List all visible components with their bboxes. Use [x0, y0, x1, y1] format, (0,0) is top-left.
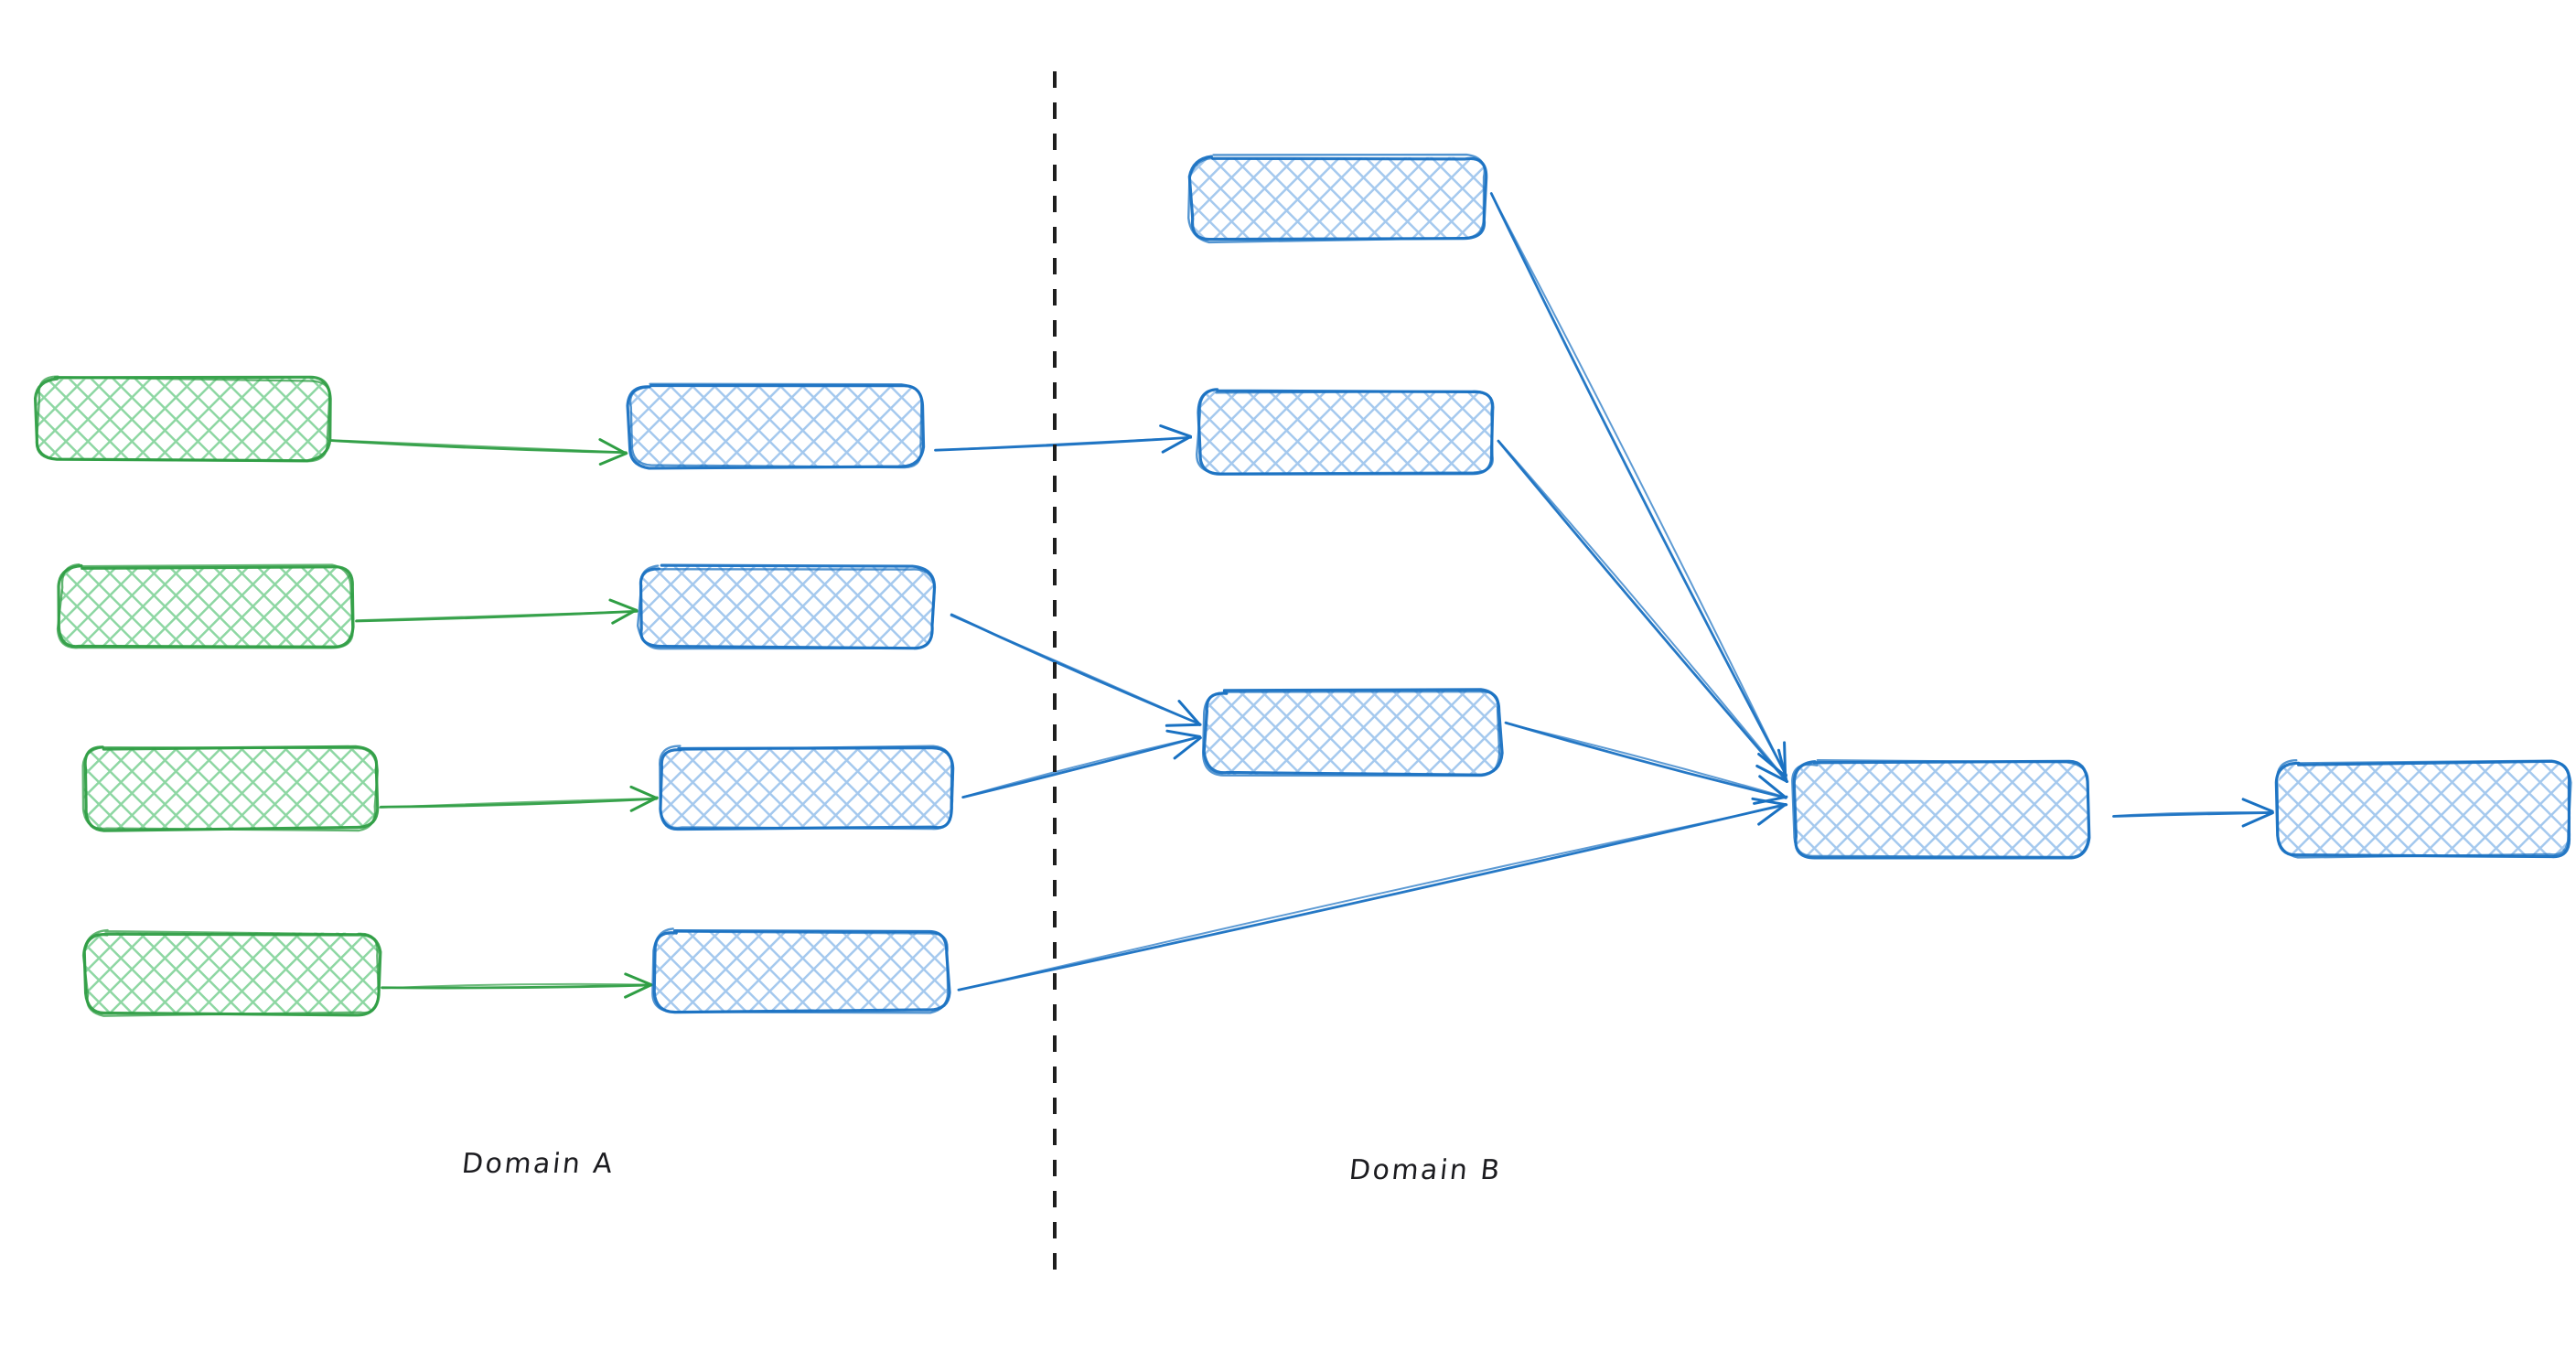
node-hitbox-c2[interactable]	[1198, 391, 1493, 474]
node-hitbox-b1[interactable]	[629, 386, 922, 466]
edge-e-d1-e1	[2112, 798, 2274, 828]
edge-e-b3-c3	[961, 729, 1202, 799]
node-hitbox-c3[interactable]	[1206, 691, 1500, 774]
node-hitbox-c1[interactable]	[1191, 157, 1486, 240]
edge-e-b4-d1	[957, 797, 1788, 991]
edge-e-b2-c3	[950, 613, 1202, 727]
node-b2[interactable]	[636, 563, 937, 650]
node-hitbox-e1[interactable]	[2278, 763, 2571, 856]
edges-layer	[329, 192, 2274, 999]
node-hitbox-a2[interactable]	[60, 567, 353, 648]
edge-e-a2-b2	[355, 598, 639, 625]
node-a3[interactable]	[81, 745, 380, 832]
node-d1[interactable]	[1791, 758, 2091, 860]
label-domain-b: Domain B	[1347, 1154, 1504, 1186]
node-hitbox-a4[interactable]	[86, 933, 379, 1013]
edge-e-b1-c2	[934, 423, 1193, 454]
node-c1[interactable]	[1187, 153, 1488, 244]
label-domain-a: Domain A	[460, 1148, 617, 1180]
node-hitbox-a3[interactable]	[84, 748, 377, 829]
node-hitbox-d1[interactable]	[1795, 763, 2088, 856]
node-b1[interactable]	[626, 382, 926, 470]
edge-e-c3-d1	[1504, 721, 1788, 805]
node-e1[interactable]	[2274, 759, 2572, 859]
edge-e-c2-d1	[1497, 439, 1789, 784]
node-c3[interactable]	[1201, 688, 1504, 777]
node-c2[interactable]	[1196, 388, 1495, 476]
edge-e-a1-b1	[329, 438, 628, 466]
node-b4[interactable]	[651, 927, 951, 1014]
node-hitbox-a1[interactable]	[37, 379, 329, 459]
edge-e-a3-b3	[379, 785, 659, 812]
node-hitbox-b2[interactable]	[640, 567, 933, 648]
node-hitbox-b3[interactable]	[660, 748, 953, 829]
node-a2[interactable]	[56, 563, 355, 649]
edge-e-a4-b4	[381, 972, 653, 999]
node-hitbox-b4[interactable]	[655, 931, 948, 1012]
node-a4[interactable]	[81, 928, 382, 1017]
node-a1[interactable]	[33, 375, 332, 463]
node-b3[interactable]	[659, 745, 955, 831]
nodes-layer	[33, 153, 2572, 1017]
